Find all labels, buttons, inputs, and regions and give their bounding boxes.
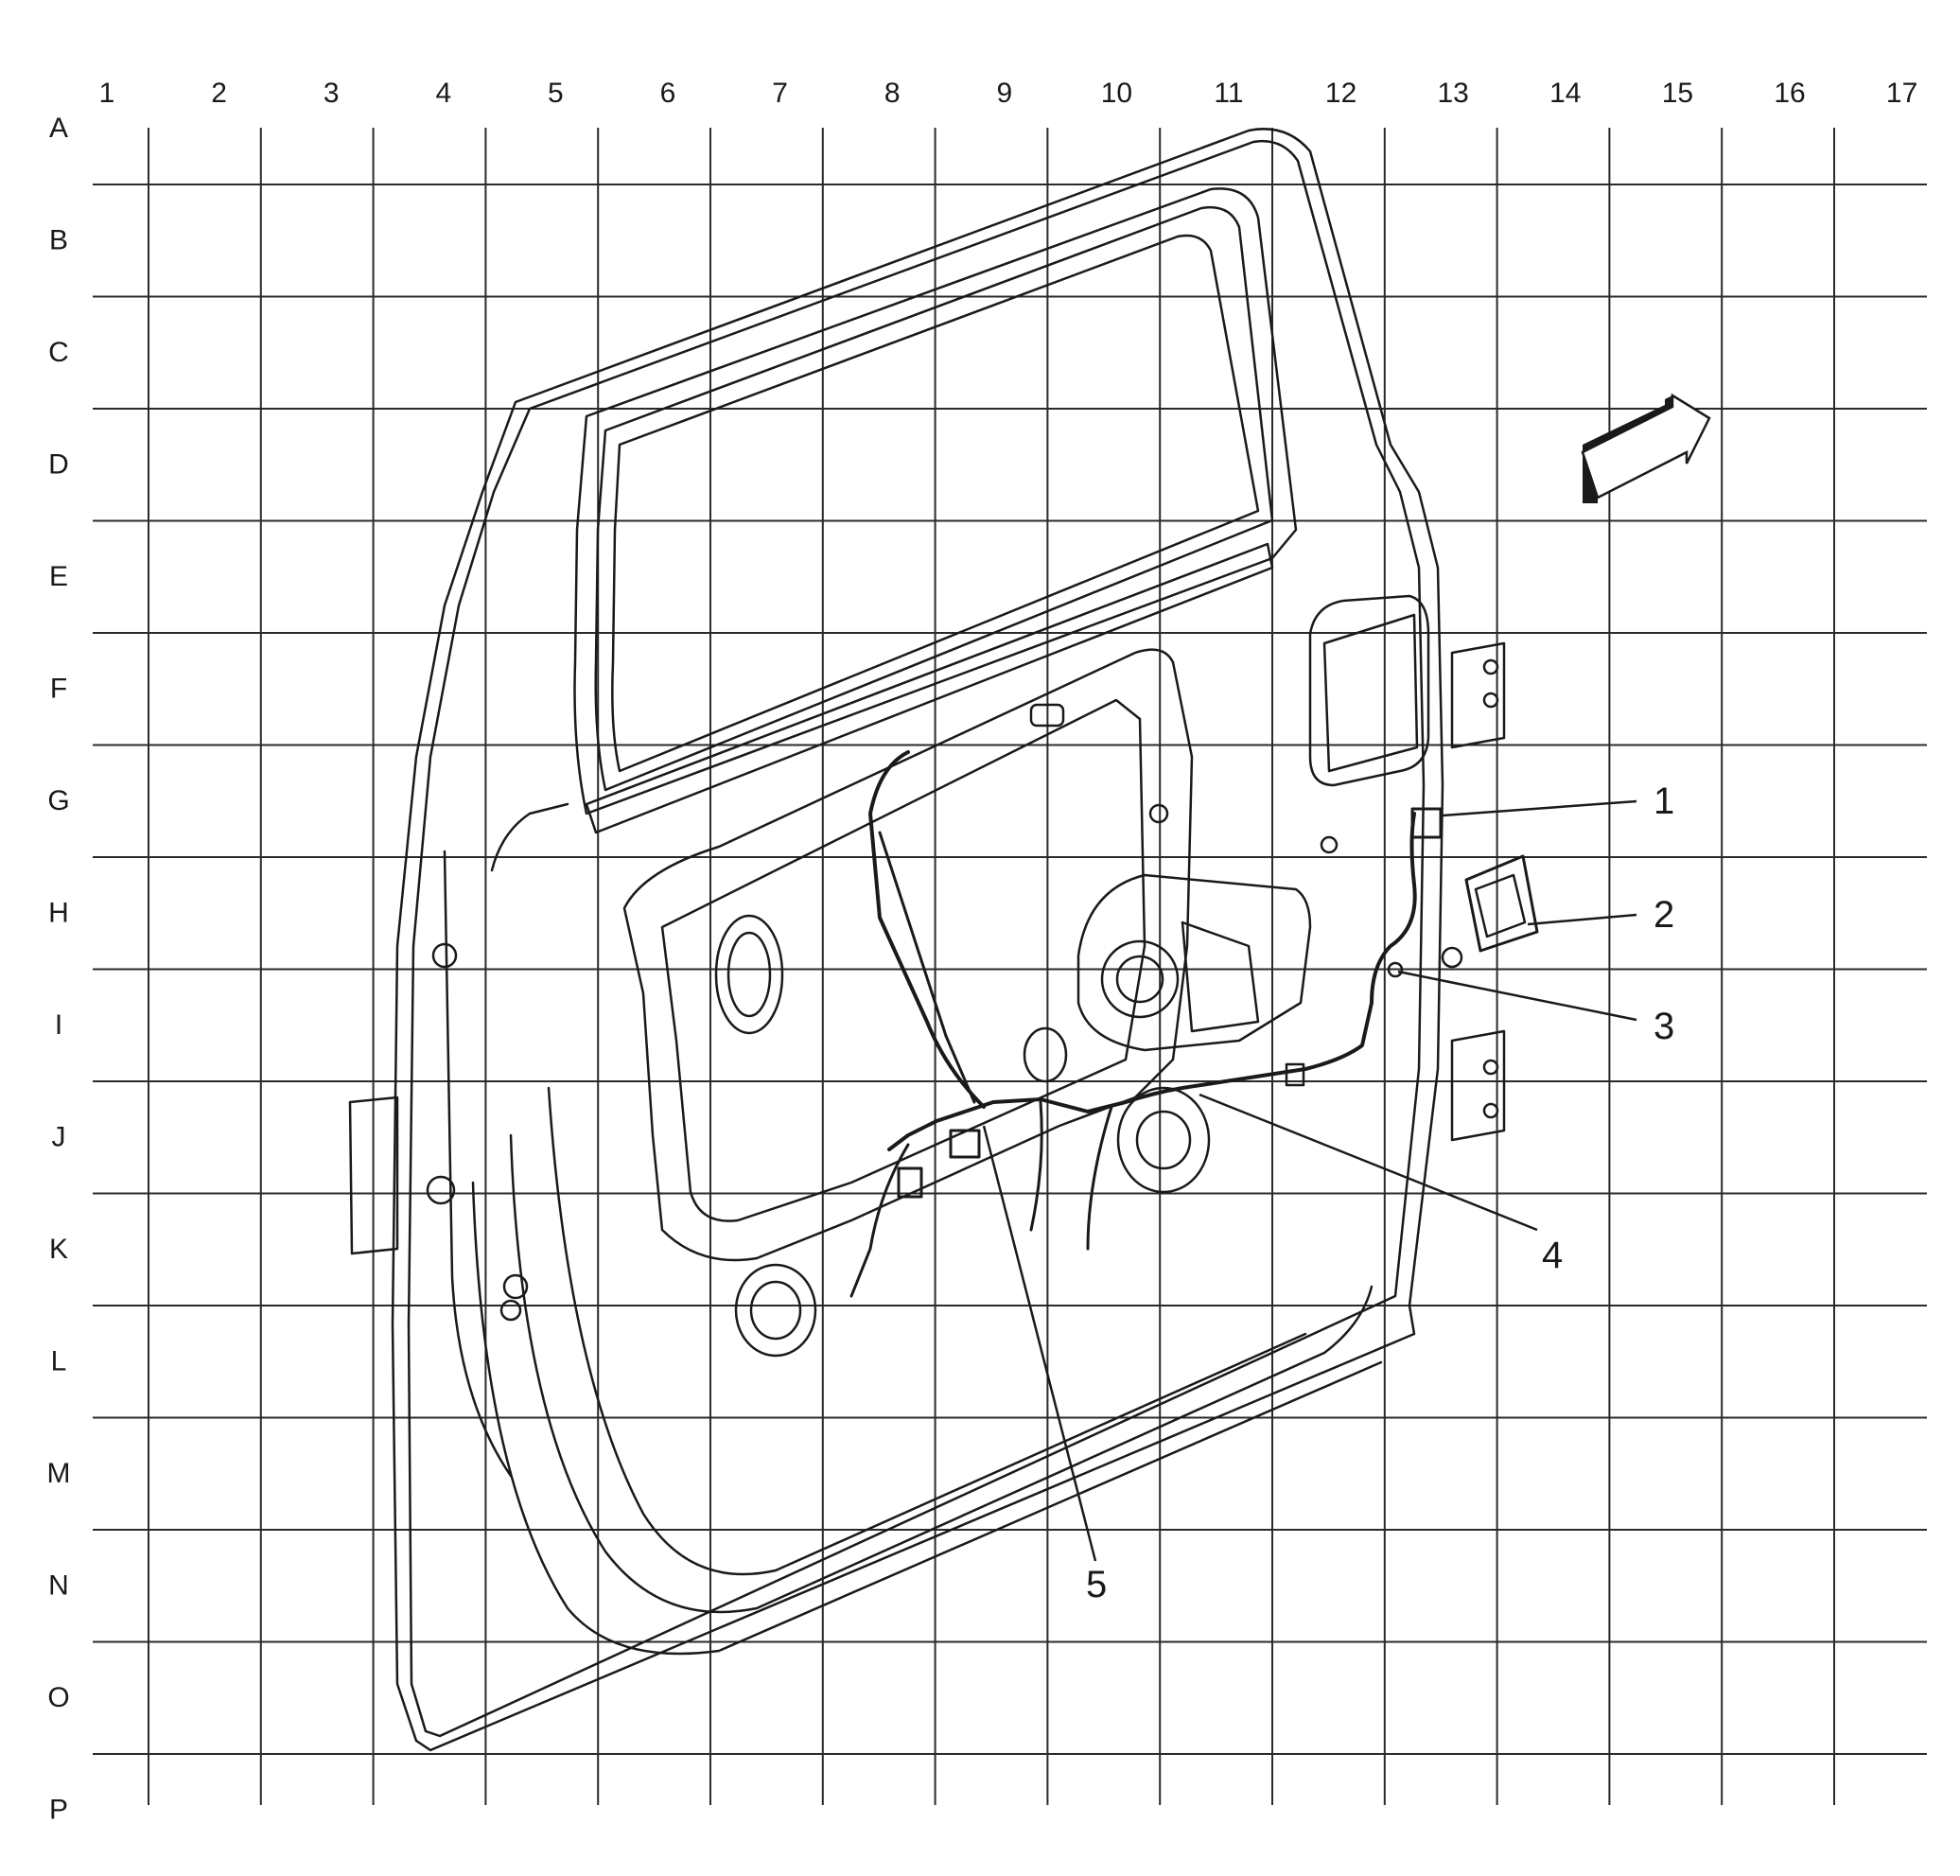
- column-label: 12: [1325, 78, 1356, 109]
- row-label: J: [52, 1122, 66, 1153]
- window-motor: [1076, 873, 1312, 1052]
- row-labels: A B C D E F G H I J K L M N O P: [47, 113, 71, 1826]
- window-frame: [573, 187, 1298, 815]
- connector-1: [1410, 807, 1443, 839]
- orientation-arrow-icon: [1581, 393, 1711, 503]
- door-outer-frame: [391, 128, 1444, 1752]
- column-label: 6: [660, 78, 676, 109]
- callout-label: 1: [1654, 780, 1674, 822]
- column-label: 11: [1214, 78, 1243, 109]
- column-label: 10: [1101, 78, 1132, 109]
- column-label: 2: [211, 78, 227, 109]
- column-label: 9: [996, 78, 1012, 109]
- callout-label: 3: [1654, 1006, 1674, 1047]
- row-label: N: [48, 1570, 69, 1602]
- door-panel-illustration: [348, 128, 1539, 1752]
- column-label: 16: [1774, 78, 1805, 109]
- row-label: G: [47, 785, 69, 816]
- inner-panel: [622, 648, 1194, 1262]
- callout-label: 4: [1542, 1235, 1563, 1276]
- hinge-upper: [1450, 641, 1506, 749]
- row-label: M: [47, 1458, 71, 1489]
- row-label: C: [48, 337, 69, 368]
- hinge-lower: [1450, 1029, 1506, 1142]
- row-label: A: [49, 113, 68, 144]
- column-label: 3: [324, 78, 340, 109]
- row-label: F: [50, 674, 67, 705]
- row-label: H: [48, 898, 69, 929]
- column-label: 7: [772, 78, 788, 109]
- speaker-mid: [1116, 1086, 1211, 1194]
- row-label: D: [48, 449, 69, 481]
- wiring-harness: [887, 812, 1417, 1151]
- column-label: 1: [99, 78, 115, 109]
- reference-grid: [93, 128, 1927, 1805]
- speaker-upper: [714, 914, 784, 1035]
- callout-leaders: [982, 799, 1637, 1562]
- speaker-lower: [734, 1263, 817, 1358]
- callout-label: 2: [1654, 894, 1674, 936]
- column-label: 4: [435, 78, 451, 109]
- column-label: 14: [1549, 78, 1581, 109]
- access-hole-upper: [1308, 594, 1430, 787]
- column-label: 5: [548, 78, 564, 109]
- column-label: 8: [884, 78, 901, 109]
- column-label: 15: [1662, 78, 1693, 109]
- module-2: [1464, 854, 1539, 953]
- column-label: 13: [1438, 78, 1469, 109]
- row-label: O: [47, 1682, 69, 1713]
- callout-label: 5: [1086, 1564, 1107, 1605]
- row-label: E: [49, 561, 68, 592]
- row-label: B: [49, 225, 68, 256]
- row-label: I: [55, 1009, 62, 1041]
- column-label: 17: [1886, 78, 1917, 109]
- row-label: K: [49, 1234, 68, 1265]
- row-label: P: [49, 1795, 68, 1826]
- row-label: L: [51, 1346, 67, 1377]
